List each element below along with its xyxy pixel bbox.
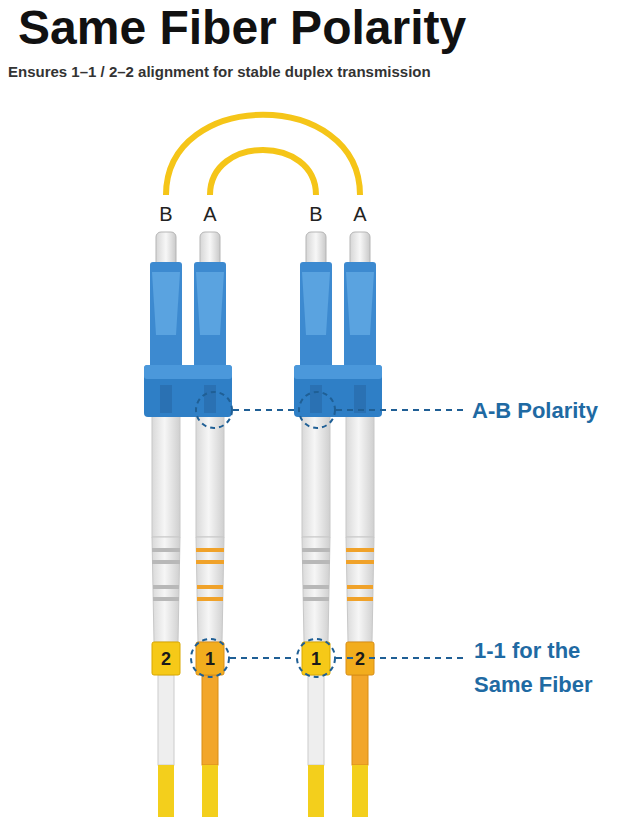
callout-circle [299, 392, 335, 428]
polarity-letter: B [309, 204, 322, 224]
patch-loop-inner [210, 150, 316, 195]
subtitle: Ensures 1–1 / 2–2 alignment for stable d… [8, 63, 431, 80]
polarity-letter: A [353, 204, 366, 224]
leader-line [233, 409, 298, 411]
fiber-number: 2 [159, 649, 173, 669]
leader-line [336, 409, 464, 411]
title: Same Fiber Polarity [18, 2, 466, 55]
polarity-letter: B [159, 204, 172, 224]
patch-loop-outer [166, 115, 360, 195]
callout-circle [196, 392, 232, 428]
callout-label: A-B Polarity [472, 394, 598, 428]
lc-housing-left [144, 262, 232, 417]
fiber-number: 2 [353, 649, 367, 669]
callout-label: 1-1 for the Same Fiber [474, 634, 624, 702]
callout-circle [191, 639, 229, 677]
polarity-letter: A [203, 204, 216, 224]
fiber-number: 1 [203, 649, 217, 669]
leader-line [230, 657, 296, 659]
callout-circle [297, 639, 335, 677]
fiber-number: 1 [309, 649, 323, 669]
